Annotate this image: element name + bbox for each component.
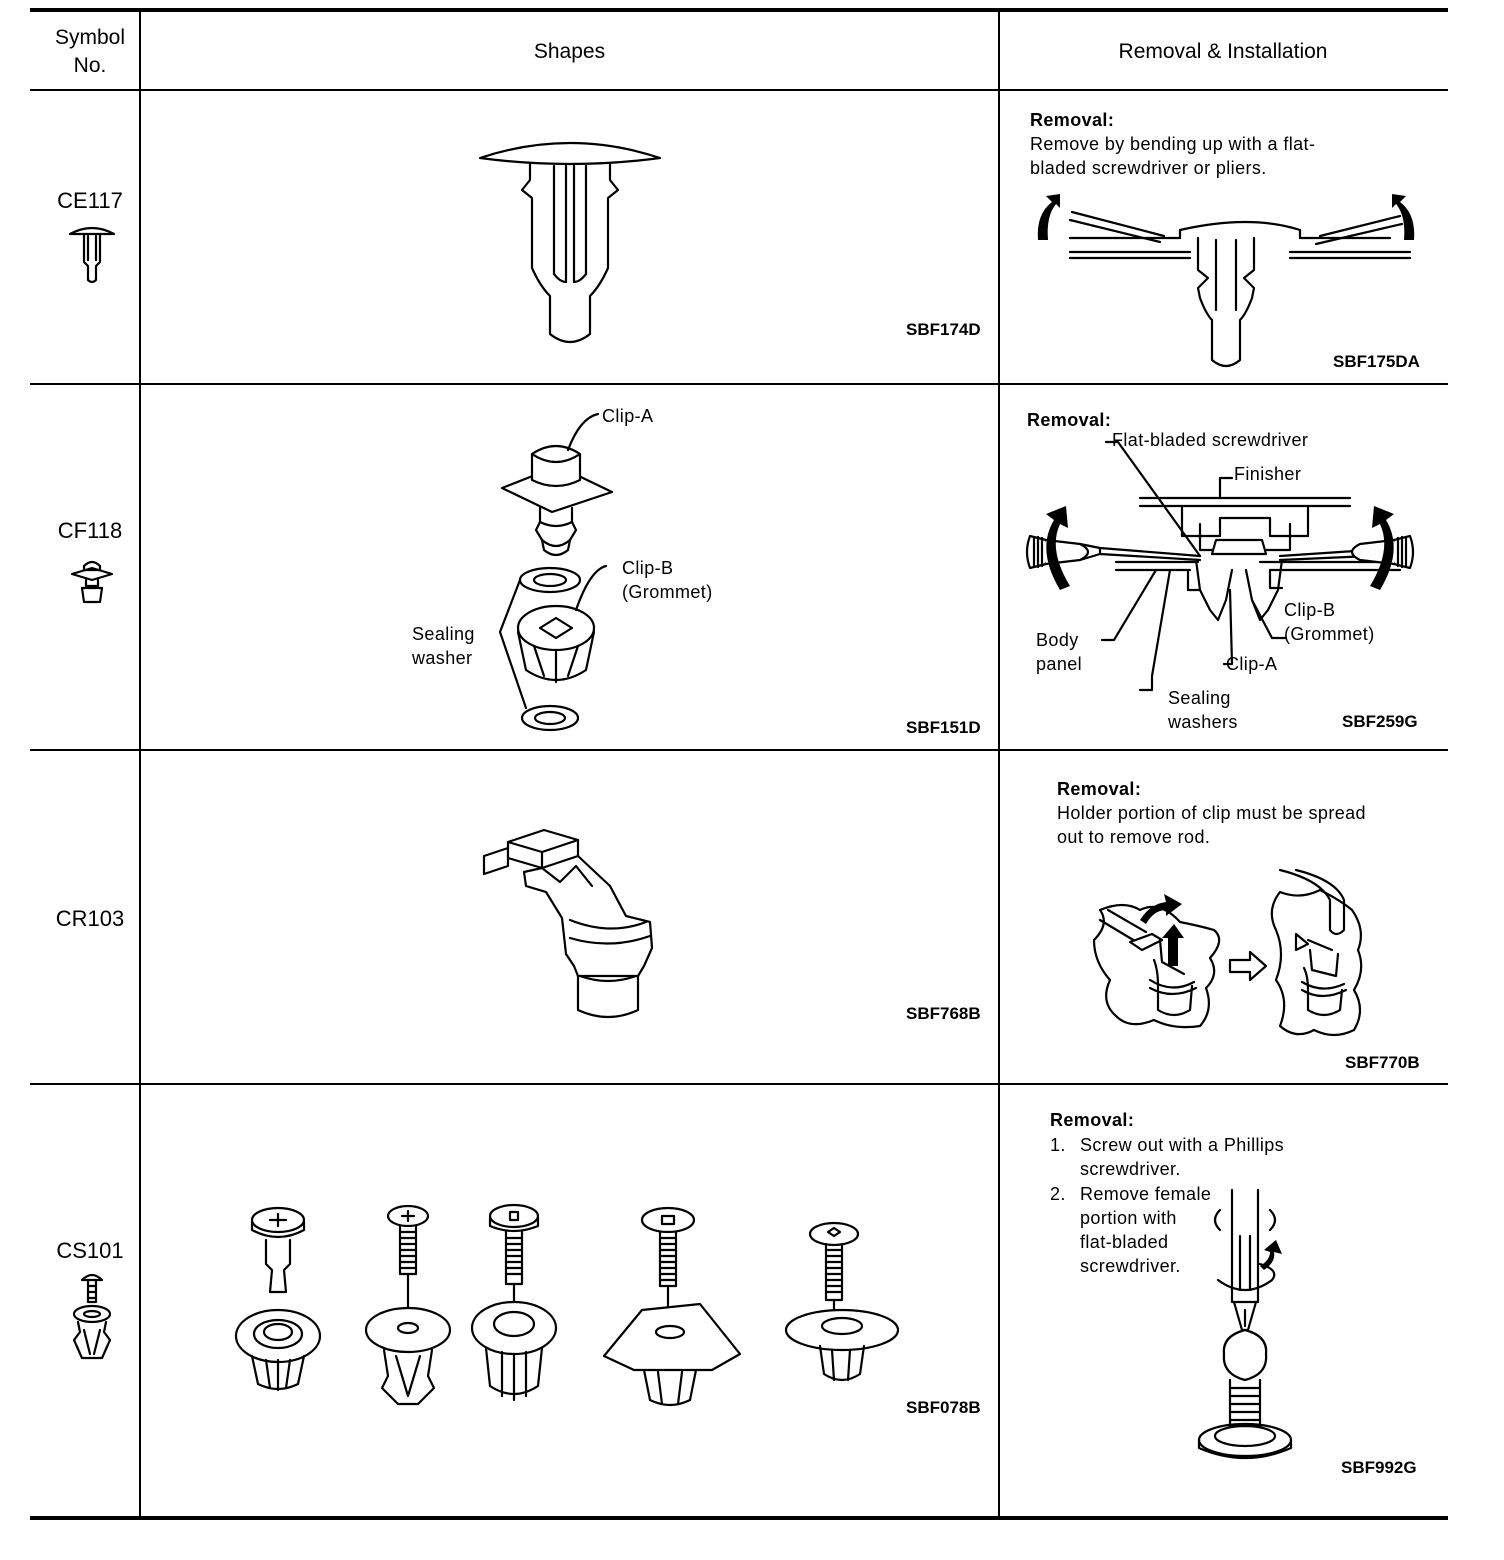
cr103-removal-instruction: Holder portion of clip must be spread ou… bbox=[1057, 803, 1366, 847]
cf118-label-panel: panel bbox=[1036, 654, 1083, 674]
cs101-removal-title-text: Removal: bbox=[1050, 1110, 1135, 1130]
symbol-cr103: CR103 bbox=[55, 906, 125, 931]
cf118-label-clip-b: Clip-B bbox=[622, 558, 674, 578]
table-top-border bbox=[30, 8, 1448, 12]
cf118-label-removal-clip-b: Clip-B bbox=[1284, 600, 1336, 620]
cr103-shape-drawing bbox=[482, 828, 654, 1019]
ce117-symbol-icon bbox=[68, 226, 116, 284]
cs101-step-2: 2. Remove female portion with flat-bladed… bbox=[1050, 1182, 1211, 1278]
code-sbf768b: SBF768B bbox=[906, 1004, 981, 1023]
header-symbol-line2: No. bbox=[73, 54, 107, 77]
cr103-removal-text: Removal: Holder portion of clip must be … bbox=[1057, 777, 1367, 849]
cf118-removal-drawing bbox=[1025, 440, 1415, 692]
cr103-removal-title: Removal: bbox=[1057, 779, 1142, 799]
cf118-label-finisher: Finisher bbox=[1234, 464, 1302, 484]
row-divider-2 bbox=[30, 749, 1448, 751]
cf118-removal-title-text: Removal: bbox=[1027, 410, 1112, 430]
cs101-step-1: 1. Screw out with a Phillips screwdriver. bbox=[1050, 1133, 1284, 1181]
code-sbf078b: SBF078B bbox=[906, 1398, 981, 1417]
cf118-label-removal-clip-a: Clip-A bbox=[1226, 654, 1278, 674]
code-sbf174d: SBF174D bbox=[906, 320, 981, 339]
symbol-ce117: CE117 bbox=[57, 188, 123, 213]
cf118-symbol-icon bbox=[70, 560, 114, 604]
row-divider-1 bbox=[30, 383, 1448, 385]
cr103-removal-drawing bbox=[1092, 868, 1363, 1037]
code-sbf992g: SBF992G bbox=[1341, 1458, 1417, 1477]
cf118-label-clip-a: Clip-A bbox=[602, 406, 654, 426]
symbol-cs101: CS101 bbox=[56, 1238, 124, 1263]
cf118-shape-drawing bbox=[498, 412, 614, 732]
cs101-step-1-num: 1. bbox=[1050, 1135, 1066, 1155]
cf118-label-flat-bladed-screwdriver: Flat-bladed screwdriver bbox=[1112, 430, 1309, 450]
cs101-removal-title: Removal: bbox=[1050, 1108, 1134, 1132]
cs101-step-2-text-4: screwdriver. bbox=[1080, 1256, 1181, 1276]
cs101-shape-drawing bbox=[234, 1203, 900, 1407]
code-sbf770b: SBF770B bbox=[1345, 1053, 1420, 1072]
cf118-label-removal-grommet: (Grommet) bbox=[1284, 624, 1375, 644]
cf118-label-body: Body bbox=[1036, 630, 1079, 650]
cs101-step-2-num: 2. bbox=[1050, 1184, 1066, 1204]
ce117-removal-text: Removal: Remove by bending up with a fla… bbox=[1030, 108, 1360, 180]
ce117-removal-title: Removal: bbox=[1030, 110, 1115, 130]
row-divider-3 bbox=[30, 1083, 1448, 1085]
cf118-label-sealing-washers-2: washers bbox=[1168, 712, 1238, 732]
code-sbf175da: SBF175DA bbox=[1333, 352, 1420, 371]
header-shapes: Shapes bbox=[533, 40, 606, 63]
cs101-symbol-icon bbox=[72, 1273, 112, 1360]
cf118-removal-title: Removal: bbox=[1027, 408, 1111, 432]
cf118-label-grommet: (Grommet) bbox=[622, 582, 713, 602]
header-symbol-no: Symbol No. bbox=[40, 24, 140, 80]
column-divider-2 bbox=[998, 10, 1000, 1518]
cs101-step-2-text-1: Remove female bbox=[1080, 1184, 1212, 1204]
cf118-label-washer: washer bbox=[412, 648, 473, 668]
table-bottom-border bbox=[30, 1516, 1448, 1520]
cf118-label-sealing-washers-1: Sealing bbox=[1168, 688, 1231, 708]
cs101-step-2-text-2: portion with bbox=[1080, 1208, 1177, 1228]
ce117-removal-instruction: Remove by bending up with a flat-bladed … bbox=[1030, 134, 1316, 178]
cs101-step-1-text-1: Screw out with a Phillips bbox=[1080, 1135, 1285, 1155]
ce117-removal-drawing bbox=[1037, 194, 1415, 368]
cs101-removal-drawing bbox=[1197, 1188, 1293, 1460]
header-removal-installation: Removal & Installation bbox=[1118, 40, 1328, 63]
header-symbol-line1: Symbol bbox=[54, 26, 126, 49]
cf118-label-sealing: Sealing bbox=[412, 624, 475, 644]
code-sbf151d: SBF151D bbox=[906, 718, 981, 737]
cs101-step-2-text-3: flat-bladed bbox=[1080, 1232, 1169, 1252]
header-divider bbox=[30, 89, 1448, 91]
column-divider-1 bbox=[139, 10, 141, 1518]
ce117-shape-drawing bbox=[478, 141, 662, 344]
cs101-step-1-text-2: screwdriver. bbox=[1080, 1159, 1181, 1179]
code-sbf259g: SBF259G bbox=[1342, 712, 1418, 731]
symbol-cf118: CF118 bbox=[57, 518, 123, 543]
